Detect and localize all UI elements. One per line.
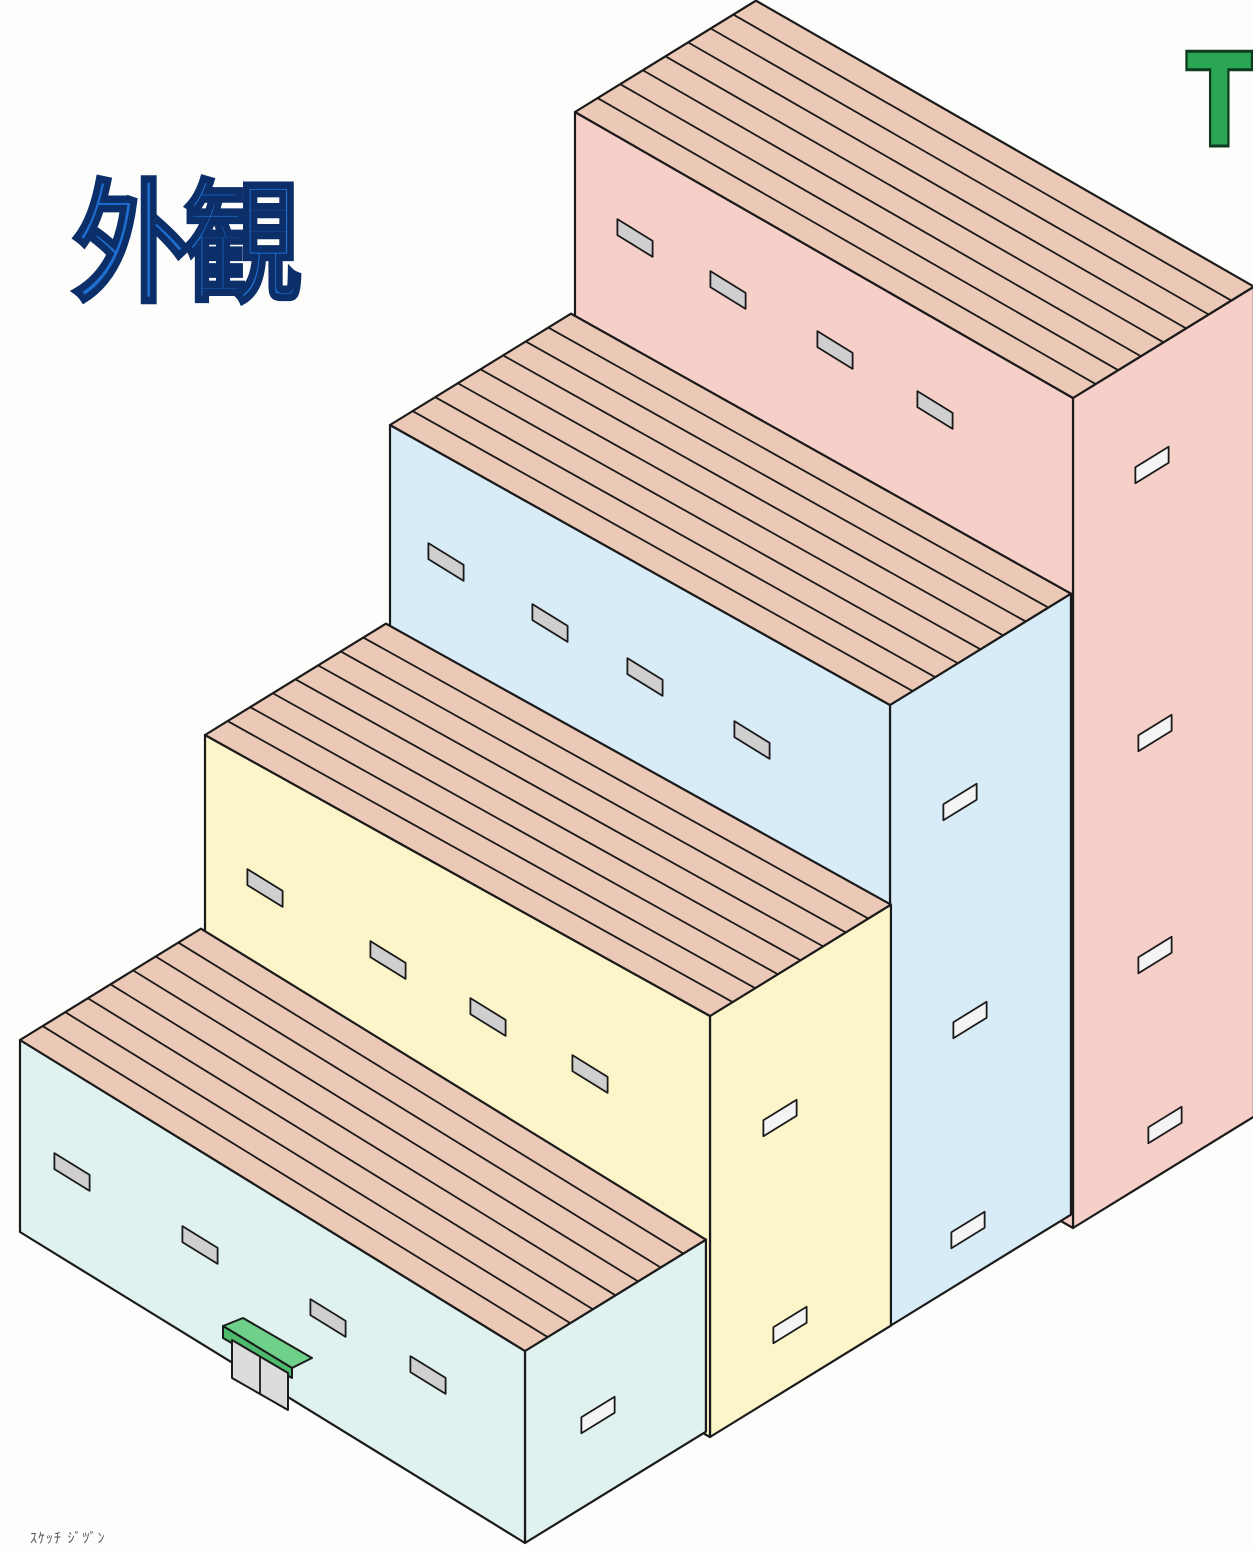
tier-2-side-window [772,1305,808,1345]
tier-4-window [816,330,854,370]
tier-3-roof-plank [434,396,936,678]
tier-1-window [309,1298,347,1338]
tier-3-window [427,542,465,582]
tier-2-roof-plank [249,706,756,989]
tier-1-roof-plank [64,1011,571,1324]
tier-3-side-window [950,1210,986,1250]
tier-2-roof-plank [340,650,847,934]
tier-4-side-face [1071,285,1253,1230]
tier-2-window [246,868,284,908]
building-tiers [18,0,1253,1545]
tier-1-roof-plank [177,941,684,1255]
tier-4-side-window [1137,935,1173,975]
entrance [222,1317,313,1411]
tier-3-roof-plank [525,340,1027,623]
tier-1-roof-plank [132,969,639,1283]
tier-3-side-window [952,1000,988,1040]
drawing-title: 外観 [70,166,303,322]
tier-1-roof-plank [87,997,594,1311]
tier-1-window [181,1225,219,1265]
tier-4-window [709,270,747,310]
tier-4-roof-plank [687,41,1187,330]
tier-1-window [409,1355,447,1395]
tier-3-roof-plank [457,382,959,665]
tier-2-roof-plank [362,636,869,920]
tier-4-roof-plank [597,97,1097,385]
tier-3-window [531,603,569,643]
tier-2-roof-plank [295,678,801,962]
tier-4-side-window [1134,445,1170,485]
tier-3-window [733,720,771,760]
tier-2-window [369,940,407,980]
tier-1-roof-plank [155,955,662,1269]
tier-2-roof-plank [317,664,824,948]
tier-3-side-window [942,782,978,822]
tier-2-roof-plank [227,720,734,1003]
tier-4-roof-plank [619,83,1119,371]
tier-4-roof-plank [732,13,1232,302]
tier-1-roof-plank [42,1025,549,1338]
building-windows [53,218,1183,1435]
tier-3-roof-plank [412,410,914,692]
tier-3-roof-plank [480,368,981,651]
corner-letter: T [1185,25,1253,177]
tier-4-window [916,390,954,430]
tier-2-window [571,1054,609,1094]
tier-4-roof-plank [642,69,1142,358]
tier-4-roof-plank [665,55,1164,344]
tier-1-window [53,1152,91,1192]
tier-4-side-window [1147,1105,1183,1145]
tier-3-roof-plank [547,326,1049,609]
tier-3-roof-plank [502,354,1004,637]
tier-2-window [469,997,507,1037]
tier-3-window [626,657,664,697]
tier-4-side-window [1137,713,1173,753]
tier-4-roof-plank [710,27,1210,316]
tier-4-window [616,218,654,258]
tier-1-roof-plank [109,983,616,1297]
tier-2-side-window [762,1098,798,1138]
tier-2-roof-plank [272,692,779,976]
bottom-caption: ｽｹｯﾁ ｼﾞﾂﾞﾝ [30,1531,106,1547]
tier-1-side-window [580,1395,616,1435]
